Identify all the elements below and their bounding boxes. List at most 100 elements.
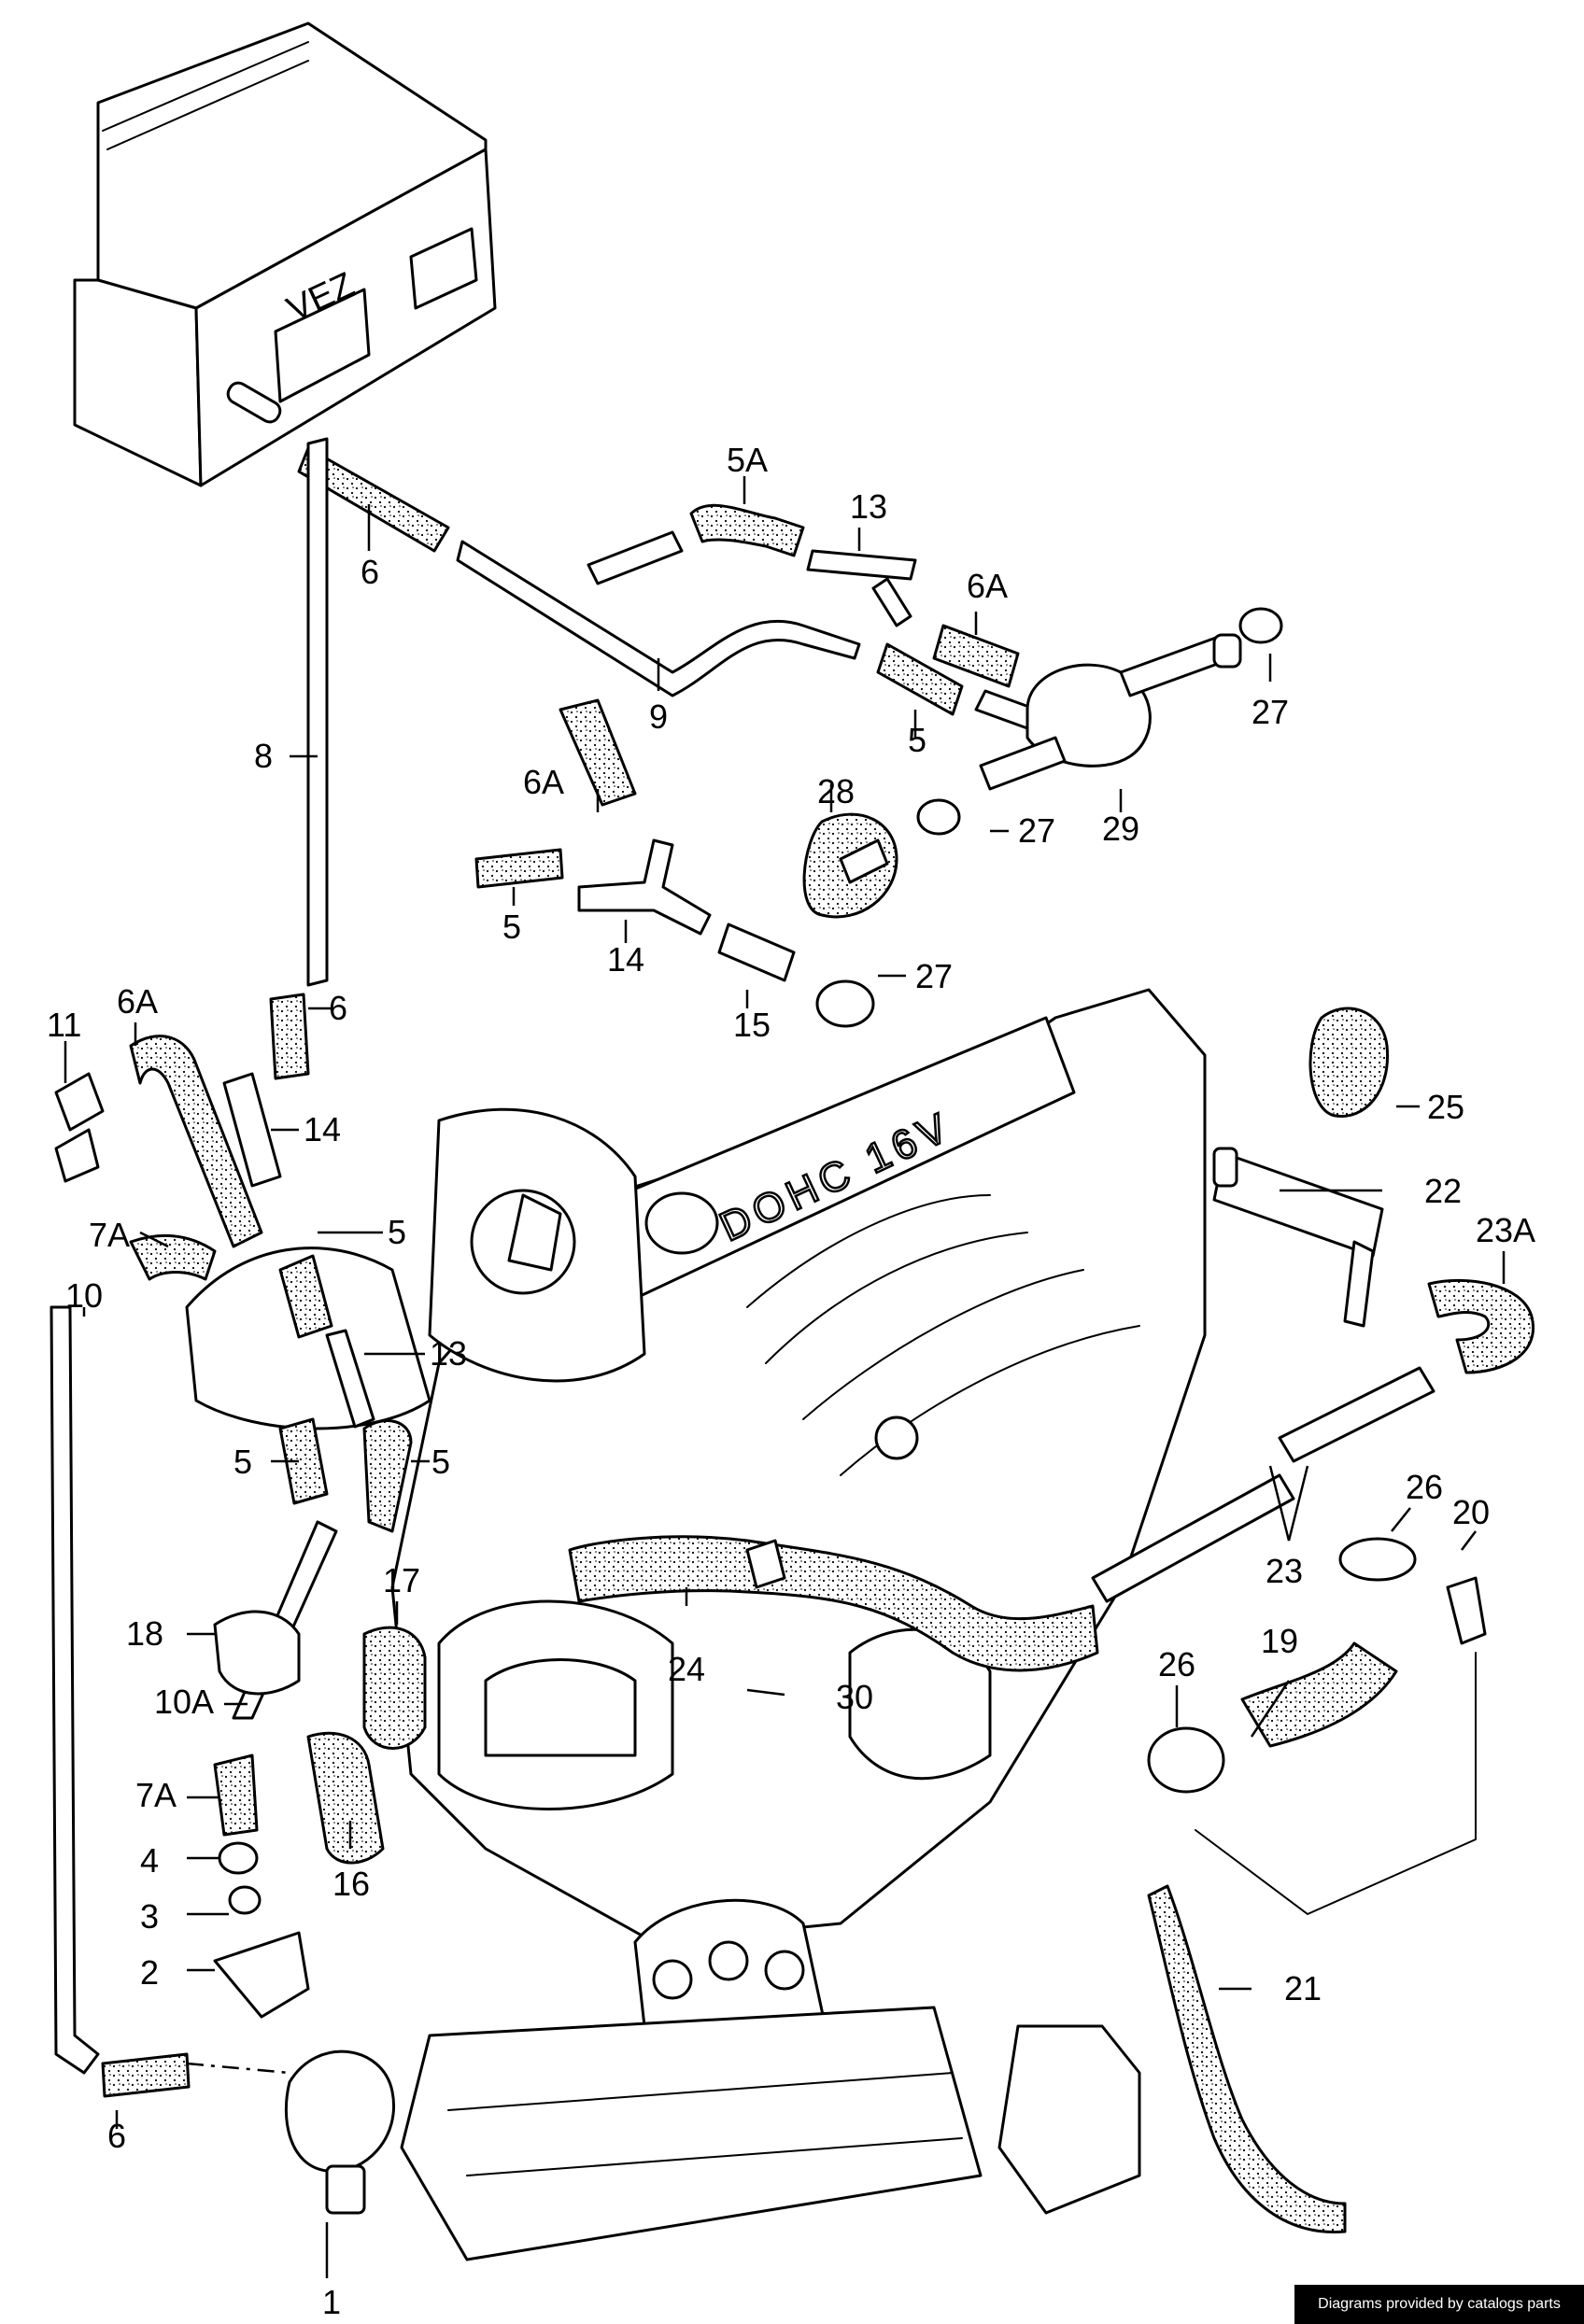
control-unit-vez: VEZ: [73, 21, 497, 487]
hose-6-mid: [269, 993, 310, 1080]
middle-hoses: [269, 437, 875, 1080]
callout-7a-top: 7A: [89, 1216, 130, 1254]
upper-hose-harness: [297, 446, 1283, 919]
right-side-parts: [745, 1007, 1534, 2233]
callout-5-top: 5: [908, 721, 926, 759]
callout-26-left: 26: [1158, 1645, 1195, 1683]
callout-19: 19: [1261, 1622, 1298, 1660]
callout-28: 28: [817, 772, 855, 810]
callout-14-left: 14: [304, 1110, 341, 1148]
throttle-housing: [997, 2024, 1141, 2215]
valve-18: [213, 1610, 301, 1696]
clamp-26-left: [1147, 1726, 1225, 1794]
callout-17: 17: [383, 1561, 420, 1599]
callout-9: 9: [649, 697, 668, 736]
leader-lines: [64, 476, 1506, 2278]
engine-assembly: DOHC 16V: [185, 988, 1207, 2261]
connector-20: [1446, 1576, 1487, 1645]
callout-6a-left: 6A: [117, 982, 158, 1021]
callout-5-mid: 5: [502, 908, 521, 946]
pipe-stub: [587, 530, 684, 585]
hose-5-mid2: [474, 848, 564, 889]
hose-6-top: [297, 446, 450, 553]
pipe-8: [306, 437, 329, 987]
callout-13-top: 13: [850, 487, 887, 526]
hose-6a-mid: [559, 698, 637, 807]
callout-3: 3: [140, 1897, 159, 1936]
grommet-25: [1308, 1007, 1390, 1119]
callout-18: 18: [126, 1614, 163, 1653]
hose-23a: [1427, 1278, 1534, 1374]
hose-21: [1147, 1884, 1347, 2233]
callout-15: 15: [733, 1006, 771, 1044]
hose-7a-bottom: [213, 1754, 259, 1837]
callout-20: 20: [1452, 1493, 1490, 1531]
callout-25: 25: [1427, 1088, 1464, 1126]
hose-5-left3: [362, 1419, 413, 1533]
callout-23: 23: [1266, 1552, 1303, 1590]
washer-3: [228, 1885, 262, 1915]
hose-19: [1240, 1641, 1398, 1748]
callout-5a: 5A: [727, 441, 768, 479]
callout-24: 24: [668, 1650, 705, 1688]
hose-5a: [689, 503, 805, 557]
diagram-credit-badge: Diagrams provided by catalogs parts: [1294, 2285, 1584, 2324]
callout-29: 29: [1102, 810, 1139, 848]
callout-10a: 10A: [154, 1683, 214, 1721]
callout-16: 16: [332, 1865, 370, 1903]
callout-1: 1: [322, 2283, 341, 2321]
clamp-27-top: [1238, 607, 1283, 644]
intake-runner: [848, 1627, 992, 1781]
hose-17: [362, 1626, 427, 1750]
clip-30: [745, 1539, 786, 1589]
callout-22: 22: [1424, 1172, 1462, 1210]
callout-labels: 1 2 3 4 5 5 5 5 5 5A 6 6 6 6A 6A 6A 7A 7…: [47, 441, 1535, 2321]
hose-6a-top: [932, 624, 1020, 688]
hose-24: [568, 1535, 1099, 1672]
callout-2: 2: [140, 1953, 159, 1992]
callout-5-left1: 5: [388, 1213, 406, 1251]
callout-13-mid: 13: [430, 1334, 467, 1373]
pipe-23-upper: [1278, 1366, 1436, 1463]
hose-6a-left: [129, 1035, 263, 1248]
y-piece-14: [577, 838, 712, 936]
callout-30: 30: [836, 1678, 873, 1716]
pipe-23-lower: [1091, 1473, 1295, 1603]
tee-13-mid: [325, 1329, 375, 1429]
callout-6-mid: 6: [329, 989, 347, 1027]
vacuum-unit-1: [284, 2049, 395, 2173]
callout-4: 4: [140, 1841, 159, 1880]
hose-5-left1: [278, 1254, 333, 1339]
air-intake: [185, 1247, 431, 1430]
tee-13: [806, 549, 917, 581]
clip-11: [54, 1072, 105, 1132]
callout-21: 21: [1284, 1969, 1322, 2007]
callout-27-mid: 27: [1018, 811, 1055, 850]
pipe-10: [50, 1305, 100, 2075]
clamp-27-low: [815, 979, 875, 1028]
callout-27-low: 27: [915, 957, 953, 995]
bracket-2: [213, 1931, 310, 2019]
left-side-parts: [50, 1035, 427, 2215]
callout-5-left2: 5: [233, 1443, 252, 1481]
callout-10: 10: [65, 1276, 103, 1315]
y-piece-14-left: [222, 1072, 282, 1188]
hose-7a-top: [129, 1233, 217, 1281]
callout-6-top: 6: [361, 553, 379, 591]
clamp-26-right: [1338, 1537, 1417, 1582]
vw-emblem: [644, 1191, 719, 1255]
callout-7a-bottom: 7A: [135, 1776, 177, 1814]
hose-5-mid: [876, 642, 964, 716]
callout-5-left3: 5: [431, 1443, 450, 1481]
clamp-27-mid: [916, 798, 961, 836]
callout-27-top: 27: [1252, 693, 1289, 731]
callout-8: 8: [254, 737, 273, 775]
pipe-22: [1212, 1151, 1384, 1258]
hose-5-left2: [278, 1417, 329, 1505]
callout-14-mid: 14: [607, 940, 644, 979]
callout-23a: 23A: [1476, 1211, 1535, 1249]
callout-6a-top: 6A: [967, 567, 1008, 605]
connector-15: [717, 923, 796, 982]
callout-6-bottom: 6: [107, 2117, 126, 2155]
